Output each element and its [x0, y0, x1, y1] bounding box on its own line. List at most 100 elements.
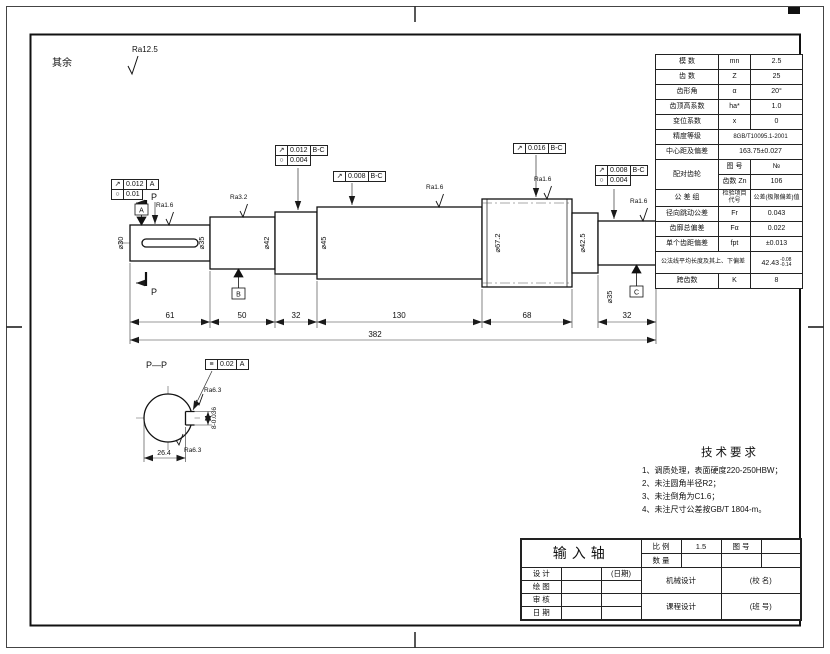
shaft-outline	[129, 198, 657, 288]
datum-flags	[134, 203, 644, 300]
scale-label: 比 例	[640, 538, 682, 554]
roughness-marks	[165, 185, 648, 227]
param-label: 图 号	[718, 159, 751, 175]
param-symbol: mn	[718, 54, 751, 70]
mating-gear-group: 配对齿轮	[655, 159, 719, 190]
school-name-hint: (校 名)	[720, 566, 802, 594]
tech-req-item: 2、未注圆角半径R2；	[642, 479, 721, 488]
gdt-datum-ref: A	[145, 179, 159, 190]
signature-cell	[560, 592, 602, 607]
tech-req-item: 1、调质处理，表面硬度220-250HBW；	[642, 466, 783, 475]
drawing-no-value	[760, 538, 802, 554]
key-width-dim: 8-0.036	[211, 407, 218, 429]
tolerance-group-header: 公 差 组	[655, 189, 719, 207]
title-block: 输入轴 比 例 1.5 图 号 数 量 设 计 (日期) 机械设计 (校 名) …	[520, 538, 802, 621]
param-value: 0.022	[750, 221, 803, 237]
dia-42-5: ⌀42.5	[578, 233, 587, 252]
dim-130: 130	[392, 311, 406, 320]
course-name-line2: 课程设计	[640, 592, 722, 620]
roughness-icon	[639, 207, 648, 223]
gdt-datum-ref: B-C	[547, 143, 566, 154]
param-row: 公 差 组检验项目代号公差(极限偏差)值	[655, 189, 803, 207]
param-label: 齿 数	[655, 69, 719, 85]
roughness-icon	[195, 393, 204, 407]
ra-value: Ra6.3	[204, 387, 222, 394]
datum-c-label: C	[634, 290, 639, 297]
roughness-icon	[239, 203, 248, 219]
param-value: 163.75±0.027	[718, 144, 803, 160]
param-symbol: Fα	[718, 221, 751, 237]
tech-req-item: 4、未注尺寸公差按GB/T 1804-m。	[642, 505, 767, 514]
scale-value: 1.5	[680, 538, 722, 554]
section-letter-bottom: P	[151, 287, 157, 297]
gdt-tolerance: 0.01	[123, 189, 143, 200]
param-symbol: K	[718, 273, 751, 289]
inspection-item-header: 检验项目代号	[718, 189, 751, 207]
role-label: 绘 图	[520, 579, 562, 594]
datum-a-label: A	[139, 208, 144, 215]
date-hint: (日期)	[600, 566, 642, 581]
gdt-datum-ref: B-C	[629, 165, 648, 176]
param-value: 2.5	[750, 54, 803, 70]
param-value: №	[750, 159, 803, 175]
ra-value: Ra1.6	[426, 184, 444, 191]
param-value: 20°	[750, 84, 803, 100]
course-name-line1: 机械设计	[640, 566, 722, 594]
section-letter-top: P	[151, 192, 157, 202]
dim-61: 61	[166, 311, 175, 320]
param-label: 齿廓总偏差	[655, 221, 719, 237]
chain-dimensions	[130, 318, 656, 344]
param-symbol: fpt	[718, 236, 751, 252]
dimension-texts: 61 50 32 130 68 32 382	[166, 311, 632, 339]
signature-cell	[560, 566, 602, 581]
ra-value: Ra1.6	[534, 176, 552, 183]
param-symbol: Fr	[718, 206, 751, 222]
gdt-tolerance: 0.008	[345, 171, 369, 182]
empty-cell	[720, 552, 762, 568]
param-symbol: ha*	[718, 99, 751, 115]
general-roughness-value: Ra12.5	[132, 45, 158, 54]
fcf-left-journal: ↗ 0.012 B-C ○ 0.004	[275, 145, 328, 166]
fcf-gear: ↗ 0.016 B-C	[513, 143, 566, 154]
signature-cell	[560, 579, 602, 594]
wk-deviation: -0.08-0.14	[780, 256, 792, 268]
roughness-icon	[127, 55, 139, 76]
param-value: 25	[750, 69, 803, 85]
gdt-tolerance: 0.004	[607, 175, 631, 186]
key-depth-dim: 26.4	[157, 450, 171, 457]
param-value: 0	[750, 114, 803, 130]
param-symbol: x	[718, 114, 751, 130]
param-row: 公法线平均长度及其上、下偏差 42.43-0.08-0.14	[655, 251, 803, 274]
role-label: 审 核	[520, 592, 562, 607]
tech-req-title: 技术要求	[701, 447, 759, 459]
tech-req-item: 3、未注倒角为C1.6；	[642, 492, 720, 501]
technical-requirements: 技术要求 1、调质处理，表面硬度220-250HBW； 2、未注圆角半径R2； …	[642, 444, 818, 516]
gdt-datum-ref: A	[235, 359, 249, 370]
gdt-tolerance: 0.016	[525, 143, 549, 154]
param-label: 单个齿距偏差	[655, 236, 719, 252]
param-value: 8	[750, 273, 803, 289]
wk-value-cell: 42.43-0.08-0.14	[750, 251, 803, 274]
qty-value	[680, 552, 722, 568]
part-name: 输入轴	[520, 538, 642, 568]
fcf-keyway-symmetry: ≡ 0.02 A	[205, 359, 249, 370]
tolerance-value-header: 公差(极限偏差)值	[750, 189, 803, 207]
param-label: 跨齿数	[655, 273, 719, 289]
dia-35-right: ⌀35	[605, 291, 614, 304]
keyway-slot	[141, 238, 199, 248]
dim-50: 50	[238, 311, 247, 320]
param-label: 齿形角	[655, 84, 719, 100]
wk-value: 42.43	[761, 259, 780, 267]
dim-total-382: 382	[368, 330, 382, 339]
param-value: 0.043	[750, 206, 803, 222]
datum-b-label: B	[236, 292, 241, 299]
frame-mark	[788, 7, 800, 14]
